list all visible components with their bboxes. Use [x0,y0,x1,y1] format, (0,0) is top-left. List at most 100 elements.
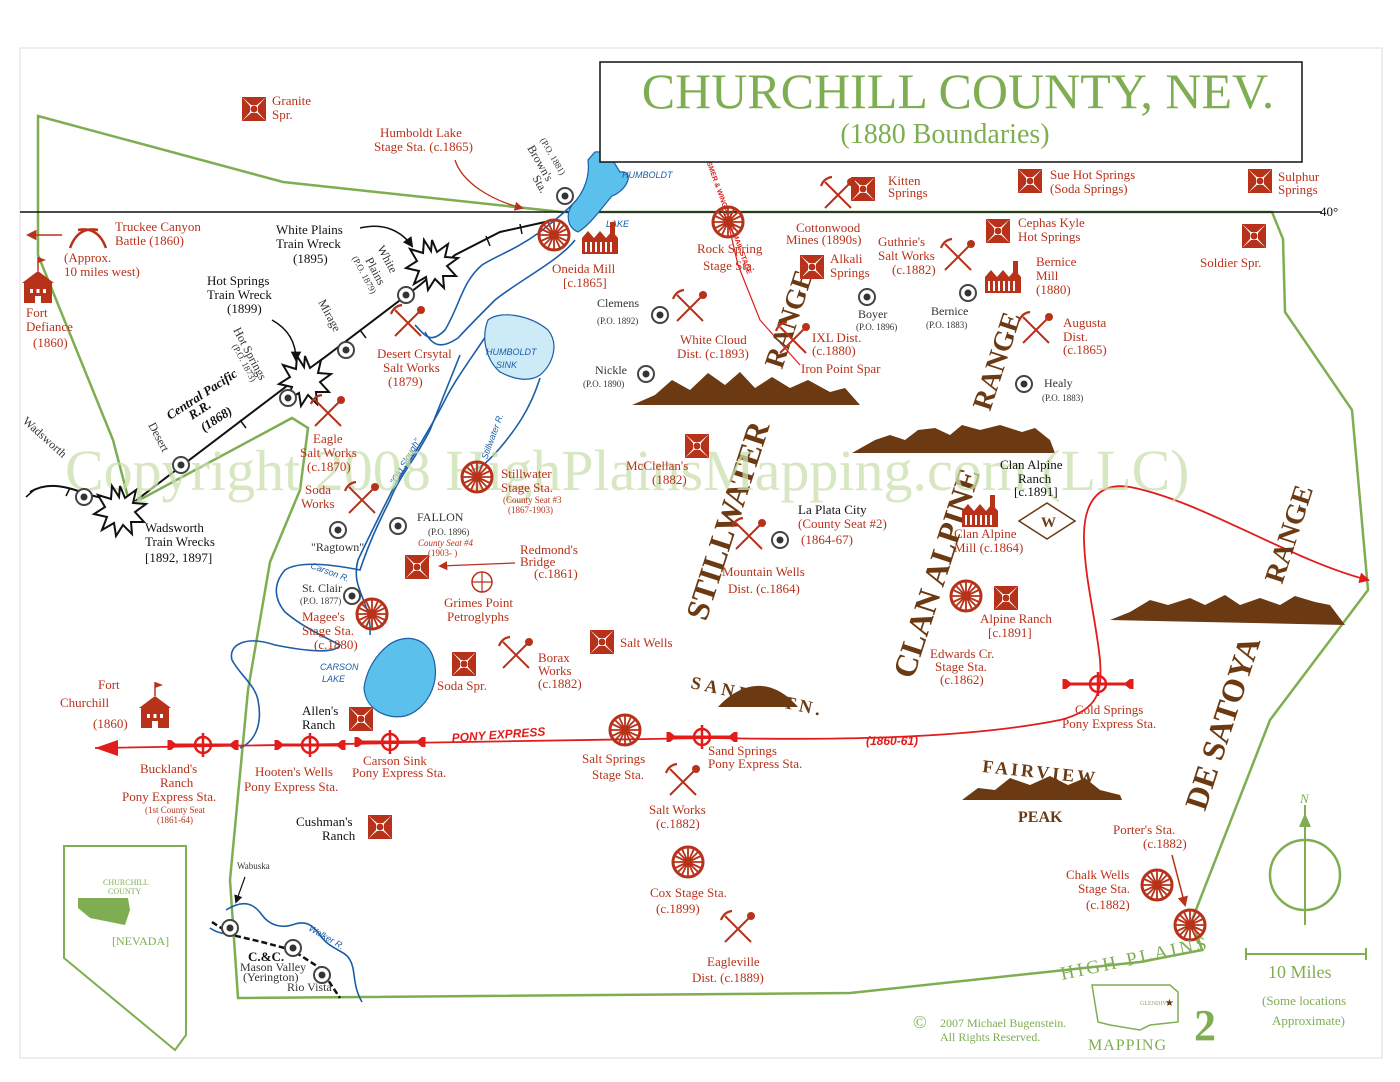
white-cloud-label-2: Dist. (c.1893) [677,346,749,361]
humboldt-lake-station-arrow [454,159,524,211]
chalk-wells-label-3: (c.1882) [1086,897,1130,912]
fort-defiance-label-3: (1860) [33,335,68,350]
humboldt-sink-label-1: HUMBOLDT [486,347,538,357]
grimes-petroglyph-icon [471,571,493,593]
sulphur-label-1: Sulphur [1278,169,1320,184]
boyer-po-icon [858,288,876,306]
clan-alpine-ranch-label-2: Ranch [1018,471,1052,486]
salt-works-label-1: Salt Works [649,802,706,817]
bucklands-label-3: Pony Express Sta. [122,789,216,804]
fort-churchill-label-2: Churchill [60,695,109,710]
rock-spring-station-icon [711,205,745,239]
carson-lake [363,637,436,718]
cc-label: C.&C. [248,949,284,964]
allens-ranch-icon [349,707,373,731]
oneida-wheel-icon [537,218,571,252]
sue-hot-springs-icon [1018,169,1042,193]
granite-label-1: Granite [272,93,311,108]
clemens-po-icon [651,306,669,324]
edwards-label-1: Edwards Cr. [930,646,994,661]
stillwater-label-1: Stillwater [501,466,552,481]
map-subtitle: (1880 Boundaries) [840,119,1049,150]
copyright-icon: © [913,1012,927,1032]
mcclellans-label-1: McClellan's [626,458,688,473]
ragtown-icon [329,521,347,539]
fairview-peak-label: PEAK [1018,809,1063,826]
white-cloud-label-1: White Cloud [680,332,747,347]
map-title: CHURCHILL COUNTY, NEV. [642,63,1274,119]
ixl-label-2: (c.1880) [812,343,856,358]
bernice-mill-icon [984,260,1022,294]
ixl-label-1: IXL Dist. [812,330,861,345]
salt-wells-label: Salt Wells [620,635,673,650]
edwards-creek-station-icon [949,579,983,613]
healy-po-icon [1015,375,1033,393]
montana-outline [1091,984,1179,1031]
guthries-salt-icon [939,237,977,272]
healy-label-2: (P.O. 1883) [1042,393,1083,403]
stillwater-range-label: RANGE [759,266,820,372]
pony-express-label: PONY EXPRESS [451,724,546,745]
stillwater-station-icon [460,460,494,494]
clan-alpine-mill-label-2: Mill (c.1864) [954,540,1023,555]
pony-station-hootens-icon [274,731,346,759]
north-arrow: N [1268,791,1342,925]
desert-crystal-label-3: (1879) [388,374,423,389]
fallon-county-seat-years: (1903- ) [428,548,457,558]
sand-mtn-label: SAND MTN. [689,672,826,720]
nickle-label-2: (P.O. 1890) [583,379,624,389]
w-marker-label: W [1041,515,1056,531]
guthries-label-1: Guthrie's [878,234,925,249]
alpine-ranch-label-2: [c.1891] [988,625,1032,640]
cushmans-ranch-icon [368,815,392,839]
alpine-ranch-label-1: Alpine Ranch [980,611,1052,626]
county-boundary [36,114,1370,1000]
porters-label-1: Porter's Sta. [1113,822,1175,837]
cox-label-2: (c.1899) [656,901,700,916]
boyer-label-1: Boyer [858,307,887,321]
fallon-county-seat-label: County Seat #4 [418,538,473,548]
redmonds-arrow [438,561,516,571]
granite-spring-icon [242,97,266,121]
fort-churchill-label-1: Fort [98,677,120,692]
clemens-label-1: Clemens [597,296,639,310]
copyright-line-1: 2007 Michael Bugenstein. [940,1016,1066,1030]
sue-hot-label-1: Sue Hot Springs [1050,167,1135,182]
cushmans-label-1: Cushman's [296,814,353,829]
pony-station-carson-sink-icon [354,728,426,756]
fairview-peak [962,776,1122,800]
oneida-mill-icon [581,221,619,255]
boyer-label-2: (P.O. 1896) [856,322,897,332]
eagleville-label-2: Dist. (c.1889) [692,970,764,985]
sulphur-label-2: Springs [1278,182,1318,197]
sue-hot-label-2: (Soda Springs) [1050,181,1128,196]
eagleville-label-1: Eagleville [707,954,760,969]
bernice-mill-label-2: Mill [1036,268,1059,283]
cushmans-label-2: Ranch [322,828,356,843]
humboldt-sink-label-2: SINK [496,360,518,370]
st-clair-icon [343,587,361,605]
alpine-ranch-icon [994,586,1018,610]
pony-station-cold-springs-icon [1062,670,1134,698]
browns-station-icon [556,187,574,205]
inset-county-label-2: COUNTY [108,887,142,896]
parallel-label: 40° [1320,204,1338,219]
salt-springs-label-1: Salt Springs [582,751,645,766]
clan-alpine-mountains [852,425,1055,453]
wadsworth-wrecks-label-1: Wadsworth [145,520,204,535]
rivers [209,184,591,1003]
rock-spring-label-1: Rock Spring [697,241,763,256]
iron-point-label: Iron Point Spar [801,361,881,376]
stillwater-mountains [632,372,860,405]
wadsworth-wrecks-label-2: Train Wrecks [145,534,215,549]
eagle-salt-label-3: (c.1870) [307,459,351,474]
soldier-label: Soldier Spr. [1200,255,1261,270]
edwards-label-2: Stage Sta. [935,659,987,674]
mirage-station-icon [337,341,355,359]
borax-label-3: (c.1882) [538,676,582,691]
stillwater-river [469,377,541,471]
grimes-label-2: Petroglyphs [447,609,509,624]
bucklands-label-4: (1st County Seat [145,805,205,815]
fallon-po-label: (P.O. 1896) [428,527,469,537]
cox-label-1: Cox Stage Sta. [650,885,727,900]
